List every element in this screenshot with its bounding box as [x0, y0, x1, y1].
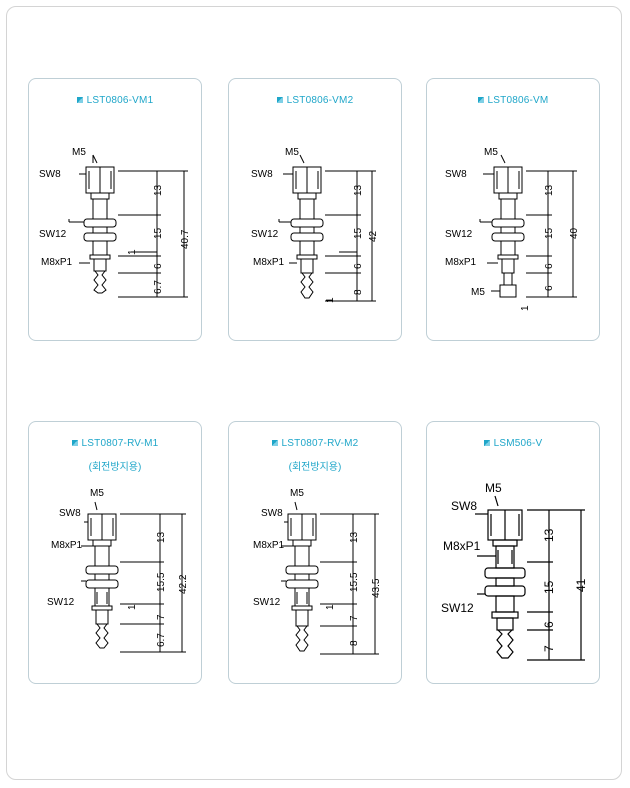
callout-m5: M5	[285, 147, 299, 158]
bullet-icon	[271, 440, 278, 447]
callout-m5: M5	[90, 488, 104, 499]
callout-sw8: SW8	[39, 169, 61, 180]
dimension-d1: 13	[544, 184, 555, 196]
dimension-d5: 6.7	[156, 633, 167, 647]
product-card-lst0807-rv-m1: LST0807-RV-M1 (회전방지용)	[28, 421, 202, 684]
dimension-d3: 1	[325, 297, 336, 303]
dimension-d5: 6	[544, 285, 555, 291]
dimension-d4: 6	[353, 263, 364, 269]
callout-m5: M5	[485, 481, 502, 495]
fitting-drawing: M5 SW8 SW12 M8xP1 13 15 1 6 8 42	[251, 147, 379, 303]
dimension-d5: 8	[349, 640, 360, 646]
product-card-lst0807-rv-m2: LST0807-RV-M2 (회전방지용)	[228, 421, 402, 684]
dimension-d3: 1	[127, 604, 138, 610]
card-title: LST0807-RV-M2	[229, 438, 401, 449]
callout-m8: M8xP1	[51, 540, 83, 551]
bullet-icon	[477, 97, 484, 104]
callout-m5: M5	[72, 147, 86, 158]
dimension-total: 42	[368, 230, 379, 242]
callout-sw8: SW8	[59, 508, 81, 519]
product-card-lst0806-vm1: LST0806-VM1	[28, 78, 202, 341]
fitting-drawing: M5 SW8 SW12 M8xP1 13 15 1 6 6.7 40.7	[39, 147, 191, 298]
dimension-d3: 1	[325, 604, 336, 610]
callout-m8: M8xP1	[253, 540, 285, 551]
dimension-total: 40.7	[180, 229, 191, 249]
callout-sw8: SW8	[445, 169, 467, 180]
dimension-d4: 6	[544, 263, 555, 269]
dimension-d4: 6	[153, 263, 164, 269]
dimension-d2: 15	[153, 227, 164, 239]
fitting-drawing: M5 SW8 M8xP1 SW12 13 15 6 7 41	[441, 481, 588, 661]
dimension-d4: 6	[542, 621, 556, 628]
dimension-total: 40	[569, 227, 580, 239]
callout-sw8: SW8	[251, 169, 273, 180]
callout-m8: M8xP1	[443, 539, 481, 553]
dimension-d5: 7	[542, 645, 556, 652]
callout-m5b: M5	[471, 287, 485, 298]
callout-sw12: SW12	[47, 597, 75, 608]
dimension-d2: 15.5	[156, 572, 167, 592]
dimension-d2: 15	[353, 227, 364, 239]
dimension-d3: 1	[520, 305, 531, 311]
callout-m8: M8xP1	[253, 257, 285, 268]
callout-m5: M5	[484, 147, 498, 158]
callout-m5: M5	[290, 488, 304, 499]
dimension-d1: 13	[353, 184, 364, 196]
card-title: LST0806-VM1	[29, 95, 201, 106]
dimension-d1: 13	[349, 531, 360, 543]
dimension-d4: 7	[349, 615, 360, 621]
dimension-d2: 15	[544, 227, 555, 239]
callout-sw12: SW12	[445, 229, 473, 240]
dimension-d1: 13	[153, 184, 164, 196]
card-subtitle: (회전방지용)	[288, 462, 342, 473]
dimension-d2: 15.5	[349, 572, 360, 592]
dimension-d1: 13	[156, 531, 167, 543]
card-subtitle: (회전방지용)	[88, 462, 142, 473]
card-title: LST0806-VM	[427, 95, 599, 106]
dimension-d3: 1	[127, 249, 138, 255]
callout-sw12: SW12	[39, 229, 67, 240]
product-card-lsm506-v: LSM506-V M5	[426, 421, 600, 684]
bullet-icon	[276, 97, 283, 104]
callout-sw8: SW8	[261, 508, 283, 519]
callout-m8: M8xP1	[41, 257, 73, 268]
dimension-total: 43.5	[371, 578, 382, 598]
callout-sw8: SW8	[451, 499, 477, 513]
dimension-d5: 6.7	[153, 280, 164, 294]
card-title: LST0806-VM2	[229, 95, 401, 106]
fitting-drawing: M5 SW8 SW12 M8xP1 M5 13 15 1 6 6 40	[445, 147, 580, 311]
bullet-icon	[76, 97, 83, 104]
dimension-total: 41	[574, 578, 588, 592]
callout-m8: M8xP1	[445, 257, 477, 268]
dimension-total: 42.2	[178, 574, 189, 594]
callout-sw12: SW12	[251, 229, 279, 240]
fitting-drawing: M5 SW8 M8xP1 SW12 13 15.5 1 7 6.7 42.2	[47, 488, 189, 653]
product-card-lst0806-vm2: LST0806-VM2	[228, 78, 402, 341]
card-title: LSM506-V	[427, 438, 599, 449]
dimension-d4: 7	[156, 614, 167, 620]
callout-sw12: SW12	[253, 597, 281, 608]
dimension-d5: 8	[353, 289, 364, 295]
bullet-icon	[71, 440, 78, 447]
card-title: LST0807-RV-M1	[29, 438, 201, 449]
callout-sw12: SW12	[441, 601, 474, 615]
fitting-drawing: M5 SW8 M8xP1 SW12 13 15.5 1 7 8 43.5	[253, 488, 382, 655]
dimension-d2: 15	[542, 580, 556, 594]
product-card-lst0806-vm: LST0806-VM	[426, 78, 600, 341]
dimension-d1: 13	[542, 528, 556, 542]
bullet-icon	[483, 440, 490, 447]
